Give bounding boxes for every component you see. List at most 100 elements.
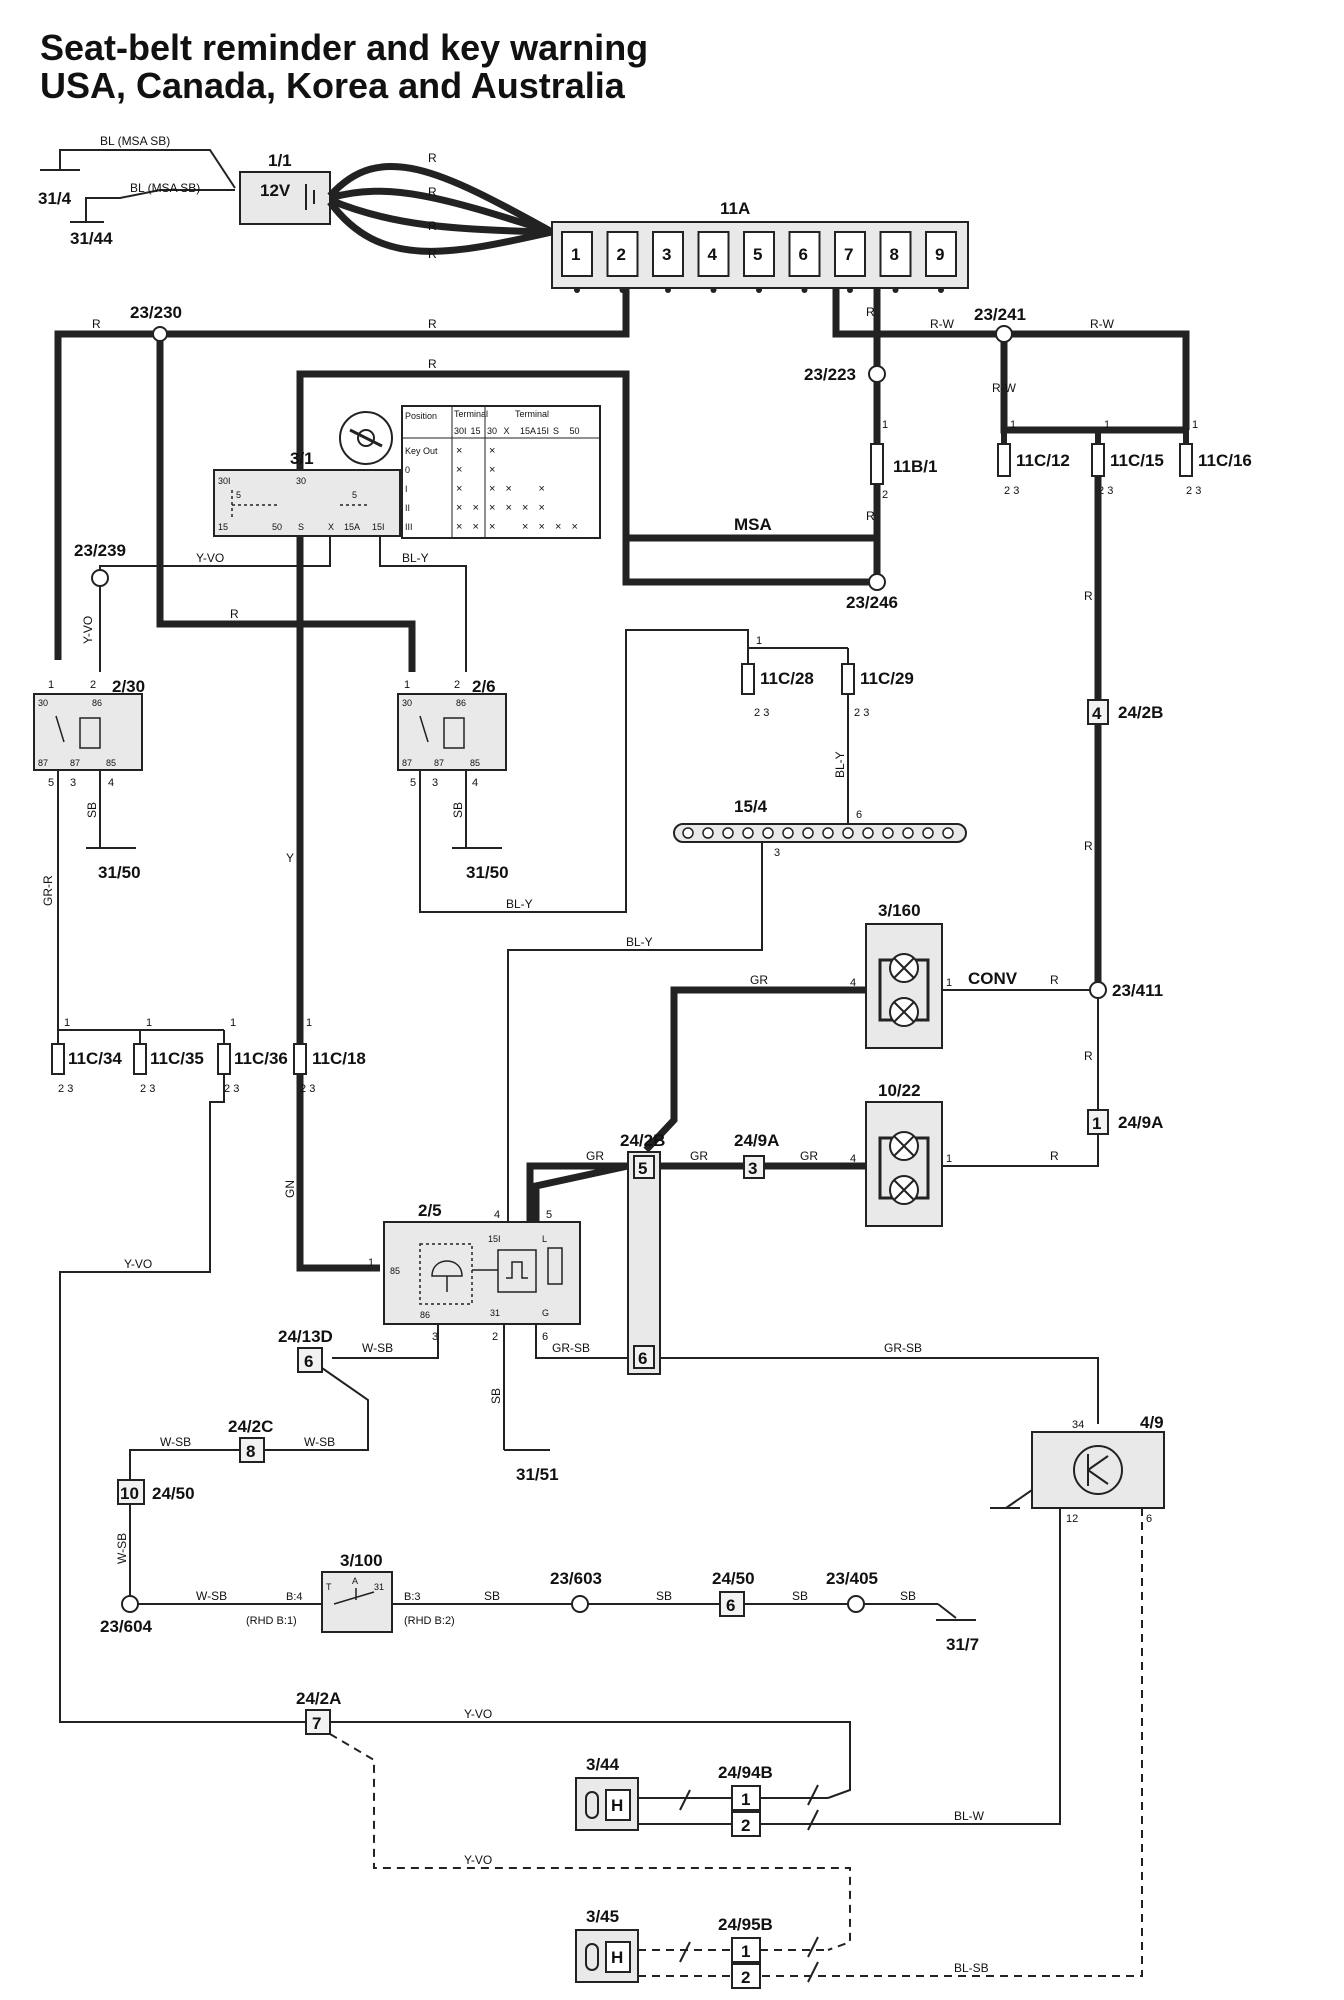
fuse-11c-34	[51, 1043, 65, 1075]
mod-86: 86	[420, 1310, 430, 1320]
wire-label-b3: B:3	[404, 1591, 421, 1603]
pin-11c35-1: 1	[146, 1017, 152, 1029]
splice-label-23-246: 23/246	[846, 593, 898, 612]
wire-label-r-left: R	[92, 317, 101, 331]
sw-t: T	[326, 1582, 332, 1592]
wire-r-to-10-22	[942, 1134, 1099, 1167]
fuse-cell-1	[561, 231, 593, 277]
r230-87b: 87	[70, 758, 80, 768]
battery-voltage: 12V	[260, 181, 291, 200]
wire-label-r-v3: R	[1084, 1049, 1093, 1063]
relay-2-6: 2/6 30 86 87 87 85 1 2 5 3 4	[397, 677, 507, 789]
wire-label-sb-2: SB	[656, 1589, 672, 1603]
connector-24-50-b	[719, 1591, 745, 1617]
mod-85: 85	[390, 1266, 400, 1276]
page-title: Seat-belt reminder and key warning	[40, 27, 649, 68]
fuse-cell-6	[788, 231, 821, 277]
mod-pin2: 2	[492, 1331, 498, 1343]
connector-pin-24-50-b: 6	[726, 1596, 735, 1615]
chime-label: 4/9	[1140, 1413, 1164, 1432]
splice-23-246	[868, 573, 886, 591]
ign-table-cell-2-0: ×	[456, 483, 462, 495]
splice-label-23-405: 23/405	[826, 1569, 878, 1588]
mod-l: L	[542, 1234, 547, 1244]
mod-g: G	[542, 1308, 549, 1318]
ign-table-cell-1-0: ×	[456, 464, 462, 476]
ign-table-row-1-pos: 0	[405, 465, 410, 475]
wire-rw-down	[1000, 334, 1186, 434]
fuse-pin-4	[710, 287, 717, 293]
ground-31-4: 31/4	[38, 189, 72, 208]
wire-label-gn: GN	[283, 1180, 297, 1198]
battery-area: BL (MSA SB) BL (MSA SB) 31/4 31/44 1/1 1…	[38, 134, 554, 261]
connector-pin-24-94b-1: 1	[741, 1790, 750, 1809]
relay-label-2-6: 2/6	[472, 677, 496, 696]
mod-pin6: 6	[542, 1331, 548, 1343]
bus-pin-dot	[882, 827, 894, 839]
wire-bly-3-1	[379, 536, 467, 672]
fuse-cell-2	[606, 231, 639, 277]
connector-24-95b-p2	[731, 1963, 761, 1989]
fuse-cell-8	[879, 231, 912, 277]
fuse-label-11c-34: 11C/34	[68, 1049, 122, 1068]
connector-label-24-9a-mid: 24/9A	[734, 1131, 779, 1150]
splice-23-239	[91, 569, 109, 587]
pin-11b1-2: 2	[882, 489, 888, 501]
bus-pin-dot	[842, 827, 854, 839]
connector-pin-24-9a-r: 1	[1092, 1114, 1101, 1133]
ign-table-col-0: 30I	[454, 426, 467, 436]
chime-pin34: 34	[1072, 1419, 1084, 1431]
ign-table-cell-3-4: ×	[522, 502, 528, 514]
ignition-switch-3-1: 3/1 30I 30 5 5 15 50 S X 15A 15I Positio…	[213, 405, 601, 539]
mod-pin1: 1	[368, 1257, 374, 1269]
term-5a: 5	[236, 490, 241, 500]
bus-label-15-4: 15/4	[734, 797, 768, 816]
ign-table-cell-4-6: ×	[555, 521, 561, 533]
splice-label-23-241: 23/241	[974, 305, 1026, 324]
ign-table-cell-3-2: ×	[489, 502, 495, 514]
wire-label-conv: CONV	[968, 969, 1018, 988]
splice-label-23-603: 23/603	[550, 1569, 602, 1588]
r26-86: 86	[456, 698, 466, 708]
fuse-number-8: 8	[890, 245, 899, 264]
ign-table-col-1: 15	[471, 426, 481, 436]
fuse-number-2: 2	[617, 245, 626, 264]
lamp-b-pin1: 1	[946, 1153, 952, 1165]
bus-pin-dot	[742, 827, 754, 839]
ign-table-cell-2-3: ×	[506, 483, 512, 495]
connector-pin-24-9a-3: 3	[748, 1159, 757, 1178]
wire-yvo-sensor-a	[330, 1721, 851, 1799]
pin-11c29-23: 2 3	[854, 707, 869, 719]
r26-p4: 4	[472, 777, 478, 789]
wire-r-batt-4	[327, 199, 553, 255]
buckle-switch-body	[321, 1571, 393, 1633]
ign-table-col-5: 15I	[537, 426, 550, 436]
sensor-3-45: 3/45 H	[575, 1907, 639, 1983]
ign-table-col-4: 15A	[520, 426, 536, 436]
lamp-a-pin4: 4	[850, 977, 856, 989]
ground-31-50-a: 31/50	[98, 863, 141, 882]
wire-yvo-sensor-b	[329, 1733, 851, 1951]
wire-r-23-230-to-2-6	[156, 334, 416, 672]
wire-label-rhd-b2: (RHD B:2)	[404, 1615, 455, 1627]
bus-pin-6: 6	[856, 809, 862, 821]
wire-label-yvo-long: Y-VO	[124, 1257, 152, 1271]
r230-p4: 4	[108, 777, 114, 789]
ign-table-cell-3-1: ×	[473, 502, 479, 514]
connector-pin-24-94b-2: 2	[741, 1816, 750, 1835]
wire-label-r-1022: R	[1050, 1149, 1059, 1163]
module-body	[383, 1221, 581, 1325]
wire-r-batt-3	[328, 196, 553, 236]
connector-24-94b-p2	[731, 1811, 761, 1837]
sw-a: A	[352, 1576, 358, 1586]
wire-sb-ground7	[937, 1603, 957, 1619]
chime-pin12: 12	[1066, 1513, 1078, 1525]
wire-label-wsb-d: W-SB	[115, 1533, 129, 1564]
r230-87a: 87	[38, 758, 48, 768]
bus-pin-dot	[722, 827, 734, 839]
wire-wsb-module	[332, 1324, 439, 1359]
ign-table-col-2: 30	[487, 426, 497, 436]
fuse-pin-7	[847, 287, 853, 293]
r230-30: 30	[38, 698, 48, 708]
connector-24-2b-top	[1087, 699, 1109, 725]
